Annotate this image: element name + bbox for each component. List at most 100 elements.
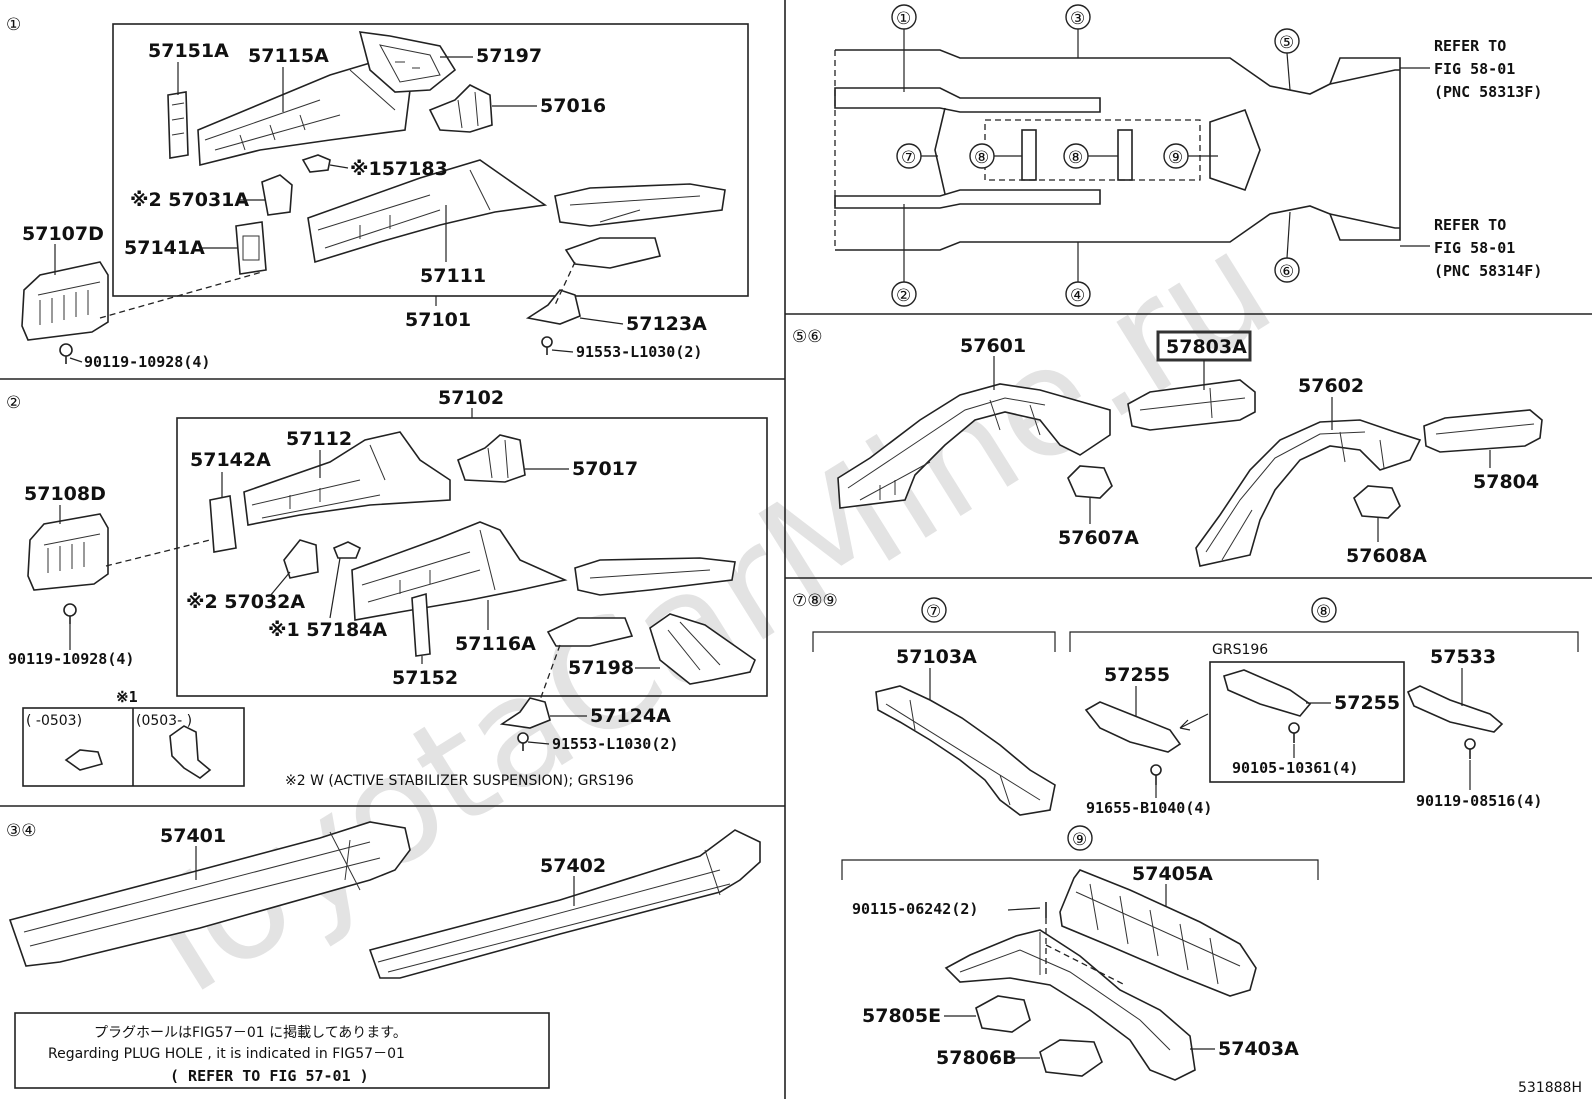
label-57116A: 57116A: [455, 633, 536, 655]
plug-hole-note-jp: プラグホールはFIG57－01 に掲載してあります。: [94, 1025, 407, 1041]
part-57031A-shape: [261, 174, 293, 216]
label-57806B: 57806B: [936, 1047, 1017, 1069]
plug-hole-note-ref: ( REFER TO FIG 57-01 ): [170, 1067, 369, 1085]
label-57255-a: 57255: [1104, 664, 1170, 686]
label-57115A: 57115A: [248, 45, 329, 67]
part-57803A-shape: [1127, 379, 1256, 431]
note-x1-title: ※1: [116, 688, 138, 706]
label-57017: 57017: [572, 458, 638, 480]
label-57402: 57402: [540, 855, 606, 877]
part-57032A-shape: [283, 539, 319, 579]
rail-2: [834, 189, 1101, 209]
label-57141A: 57141A: [124, 237, 205, 259]
ov-c5: ⑤: [1279, 33, 1294, 53]
section-tag-34: ③④: [6, 821, 36, 841]
label-91655: 91655-B1040(4): [1086, 799, 1212, 817]
part-57124A-shape: [499, 697, 551, 729]
label-57108D: 57108D: [24, 483, 106, 505]
part-57602-shape: [1195, 419, 1422, 567]
ov-c8b: ⑧: [1068, 148, 1083, 168]
crossmember-7: [934, 107, 946, 195]
label-57016: 57016: [540, 95, 606, 117]
label-57255-b: 57255: [1334, 692, 1400, 714]
section-tag-1: ①: [6, 15, 21, 35]
group-7: ⑦: [926, 602, 941, 622]
label-57103A: 57103A: [896, 646, 977, 668]
section-56: 57601 57803A 57602 57804 57607A 57608A: [837, 330, 1543, 567]
part-57533-shape: [1406, 685, 1504, 733]
label-57124A: 57124A: [590, 705, 671, 727]
label-57405A: 57405A: [1132, 863, 1213, 885]
ov-c1: ①: [896, 9, 911, 29]
part-57141A-shape: [235, 221, 267, 275]
note-x1-part-old: [64, 749, 104, 771]
label-57607A: 57607A: [1058, 527, 1139, 549]
label-57032A: ※2 57032A: [186, 591, 305, 613]
part-57601-shape: [837, 383, 1111, 509]
part-57111-shape: [307, 159, 548, 264]
label-90119-a: 90119-10928(4): [84, 353, 210, 371]
part-57123A-shape: [525, 289, 581, 325]
part-57016-shape: [428, 84, 493, 133]
part-57255-shape: [1084, 701, 1182, 753]
refer-bot-1: REFER TO: [1434, 216, 1506, 234]
label-57101: 57101: [405, 309, 471, 331]
overview: ① ③ ⑤ ⑦ ⑧ ⑧ ⑨ ② ④ ⑥ REFER TO FIG 58-01 (…: [834, 4, 1542, 307]
part-57198-shape: [649, 613, 756, 685]
label-57401: 57401: [160, 825, 226, 847]
note-x1-col1: ( -0503): [26, 713, 82, 729]
label-57804: 57804: [1473, 471, 1539, 493]
part-57115A-shape: [197, 59, 411, 167]
part-57152-shape: [411, 592, 431, 657]
section-34: 57401 57402 プラグホールはFIG57－01 に掲載してあります。 R…: [8, 821, 761, 1089]
refer-top-1: REFER TO: [1434, 37, 1506, 55]
label-57107D: 57107D: [22, 223, 104, 245]
part-57608A-shape: [1353, 485, 1401, 519]
crossmember-9: [1209, 108, 1261, 192]
part-57151A-shape: [167, 91, 189, 159]
section-tag-56: ⑤⑥: [792, 327, 822, 347]
part-57405A-shape: [1059, 869, 1257, 997]
label-91553-b: 91553-L1030(2): [552, 735, 678, 753]
note-x2: ※2 W (ACTIVE STABILIZER SUSPENSION); GRS…: [285, 773, 634, 789]
label-57602: 57602: [1298, 375, 1364, 397]
label-57533: 57533: [1430, 646, 1496, 668]
label-57152: 57152: [392, 667, 458, 689]
plug-hole-note-en: Regarding PLUG HOLE , it is indicated in…: [48, 1046, 405, 1062]
label-57403A: 57403A: [1218, 1038, 1299, 1060]
ov-c9: ⑨: [1168, 148, 1183, 168]
part-57805E-shape: [975, 995, 1031, 1033]
label-57601: 57601: [960, 335, 1026, 357]
floor-outline: [835, 49, 1401, 251]
part-57255-grs-shape: [1223, 669, 1312, 717]
part-bracket2-shape: [546, 617, 634, 647]
label-57197: 57197: [476, 45, 542, 67]
grs196-box: [1209, 661, 1405, 783]
part-57103A-shape: [875, 685, 1056, 816]
label-57142A: 57142A: [190, 449, 271, 471]
refer-top-2: FIG 58-01: [1434, 60, 1515, 78]
part-57184A-shape: [332, 541, 362, 559]
part-57112-shape: [243, 431, 451, 526]
ov-c7: ⑦: [901, 148, 916, 168]
refer-top-3: (PNC 58313F): [1434, 83, 1542, 101]
group-9: ⑨: [1072, 830, 1087, 850]
part-57107D-shape: [21, 261, 109, 341]
part-57108D-shape: [27, 513, 109, 591]
label-57803A: 57803A: [1166, 336, 1247, 358]
part-extension2-shape: [574, 557, 736, 596]
ov-c2: ②: [896, 286, 911, 306]
label-57198: 57198: [568, 657, 634, 679]
section-tag-2: ②: [6, 393, 21, 413]
part-57403A-shape: [944, 929, 1196, 1081]
part-57402-shape: [368, 829, 761, 979]
label-57111: 57111: [420, 265, 486, 287]
part-extension-shape: [554, 183, 726, 227]
label-57031A: ※2 57031A: [130, 189, 249, 211]
ov-c3: ③: [1070, 9, 1085, 29]
part-bracket-shape: [564, 237, 661, 269]
label-57183: ※157183: [350, 158, 448, 180]
ov-c6: ⑥: [1279, 262, 1294, 282]
note-x1-part-new: [169, 725, 212, 779]
